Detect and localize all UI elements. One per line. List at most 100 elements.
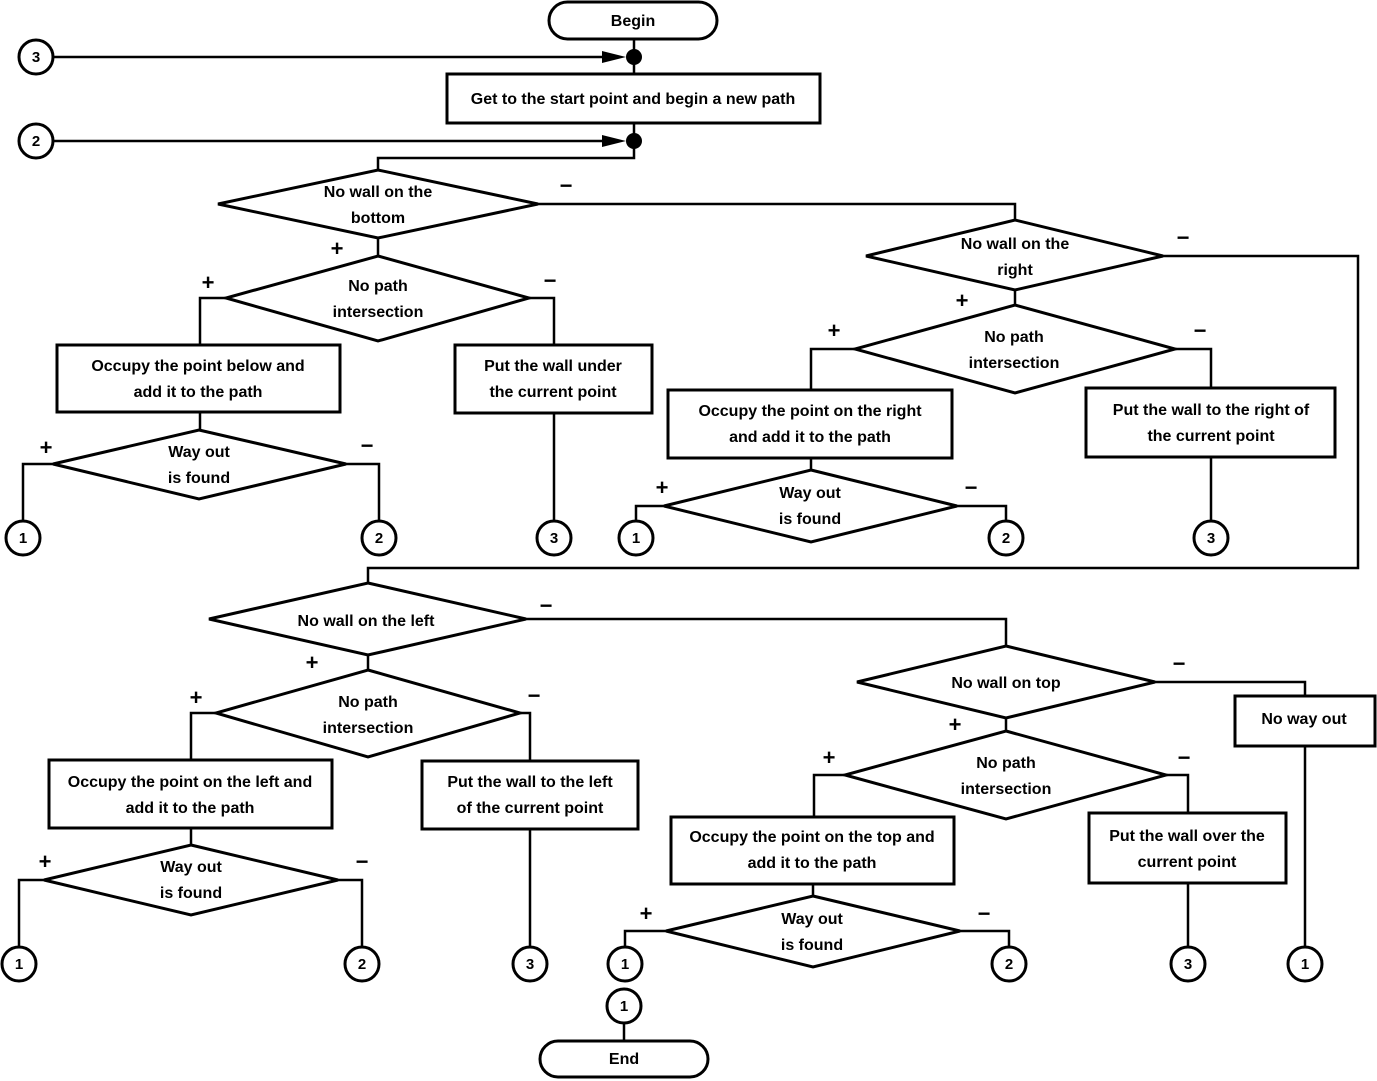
minus-sign: − [1173,651,1186,676]
svg-text:2: 2 [1002,530,1010,547]
connector-1: 1 [0,945,38,983]
svg-text:right: right [997,262,1033,279]
connector-3: 3 [535,519,573,557]
plus-sign: + [331,236,344,261]
svg-text:2: 2 [358,956,366,973]
connector-3: 3 [1192,519,1230,557]
occupy-below-box: Occupy the point below and add it to the… [55,343,342,414]
connector-lines [17,38,1360,1042]
plus-sign: + [40,435,53,460]
connector-2-top: 2 [17,122,55,160]
end-label: End [609,1051,639,1068]
minus-sign: − [528,683,541,708]
occupy-right-box: Occupy the point on the right and add it… [666,388,954,460]
svg-text:Way out: Way out [779,485,841,502]
minus-sign: − [1177,225,1190,250]
wall-left-box: Put the wall to the left of the current … [420,759,640,831]
minus-sign: − [540,593,553,618]
svg-text:1: 1 [620,998,628,1015]
svg-text:the current point: the current point [1147,428,1275,445]
svg-text:add it to the path: add it to the path [126,800,255,817]
end-terminal: End [538,1039,710,1079]
svg-text:No wall on the: No wall on the [324,184,433,201]
connector-3: 3 [1169,945,1207,983]
svg-text:No way out: No way out [1261,711,1347,728]
wall-right-box: Put the wall to the right of the current… [1084,386,1337,459]
minus-sign: − [560,173,573,198]
svg-text:No wall on top: No wall on top [951,675,1061,692]
plus-sign: + [202,270,215,295]
svg-text:No path: No path [984,329,1044,346]
svg-text:1: 1 [19,530,27,547]
svg-text:the current point: the current point [489,384,617,401]
svg-text:3: 3 [32,49,40,66]
connector-2: 2 [360,519,398,557]
minus-sign: − [544,268,557,293]
svg-text:No wall on the left: No wall on the left [298,613,436,630]
wall-over-box: Put the wall over the current point [1087,811,1288,885]
minus-sign: − [361,433,374,458]
connector-1: 1 [1286,945,1324,983]
svg-text:is found: is found [160,885,222,902]
begin-label: Begin [611,13,655,30]
svg-text:of the current point: of the current point [457,800,604,817]
start-step-label: Get to the start point and begin a new p… [471,91,795,108]
plus-sign: + [828,318,841,343]
svg-text:Put the wall under: Put the wall under [484,358,622,375]
svg-text:3: 3 [526,956,534,973]
svg-text:2: 2 [375,530,383,547]
svg-text:1: 1 [1301,956,1309,973]
svg-text:Occupy the point below and: Occupy the point below and [91,358,304,375]
decision-way-out-top: Way out is found [665,894,961,969]
arrowhead-3 [602,51,626,63]
svg-text:Way out: Way out [160,859,222,876]
connector-3-top: 3 [17,38,55,76]
decision-path-intersection-top: No path intersection [839,729,1172,821]
svg-text:and add it to the path: and add it to the path [729,429,891,446]
decision-path-intersection-left: No path intersection [210,668,526,759]
svg-text:No path: No path [338,694,398,711]
svg-text:add it to the path: add it to the path [134,384,263,401]
arrowhead-2 [602,135,626,147]
connector-1-end: 1 [605,987,643,1025]
wall-under-box: Put the wall under the current point [453,343,654,415]
branch-signs: − + + − + − − + + − + − − + + − + − − + … [39,173,1207,926]
svg-text:No wall on the: No wall on the [961,236,1070,253]
svg-text:Put the wall over the: Put the wall over the [1109,828,1265,845]
svg-text:Put the wall to the right of: Put the wall to the right of [1113,402,1310,419]
decision-path-intersection-right: No path intersection [849,303,1181,395]
svg-text:No path: No path [348,278,408,295]
decision-no-wall-top: No wall on top [856,644,1156,720]
svg-text:Way out: Way out [168,444,230,461]
svg-text:add it to the path: add it to the path [748,855,877,872]
minus-sign: − [1178,745,1191,770]
svg-text:Occupy the point on the right: Occupy the point on the right [698,403,922,420]
junction-dot-2 [626,133,642,149]
svg-text:1: 1 [15,956,23,973]
decision-way-out-right: Way out is found [663,468,958,544]
svg-text:is found: is found [781,937,843,954]
decision-way-out-bottom: Way out is found [52,428,347,501]
plus-sign: + [949,712,962,737]
junction-dot-3 [626,49,642,65]
svg-text:2: 2 [32,133,40,150]
minus-sign: − [978,901,991,926]
svg-text:intersection: intersection [969,355,1060,372]
connector-3: 3 [511,945,549,983]
svg-text:Occupy the point on the left a: Occupy the point on the left and [68,774,312,791]
decision-no-wall-left: No wall on the left [208,581,527,657]
svg-text:intersection: intersection [323,720,414,737]
plus-sign: + [190,685,203,710]
connector-2: 2 [990,945,1028,983]
svg-text:bottom: bottom [351,210,405,227]
svg-text:Way out: Way out [781,911,843,928]
plus-sign: + [956,288,969,313]
plus-sign: + [306,650,319,675]
decision-way-out-left: Way out is found [43,843,339,917]
connector-2: 2 [987,519,1025,557]
decision-path-intersection-bottom: No path intersection [220,254,535,343]
svg-text:1: 1 [621,956,629,973]
svg-text:is found: is found [168,470,230,487]
svg-text:1: 1 [632,530,640,547]
svg-text:current point: current point [1138,854,1237,871]
